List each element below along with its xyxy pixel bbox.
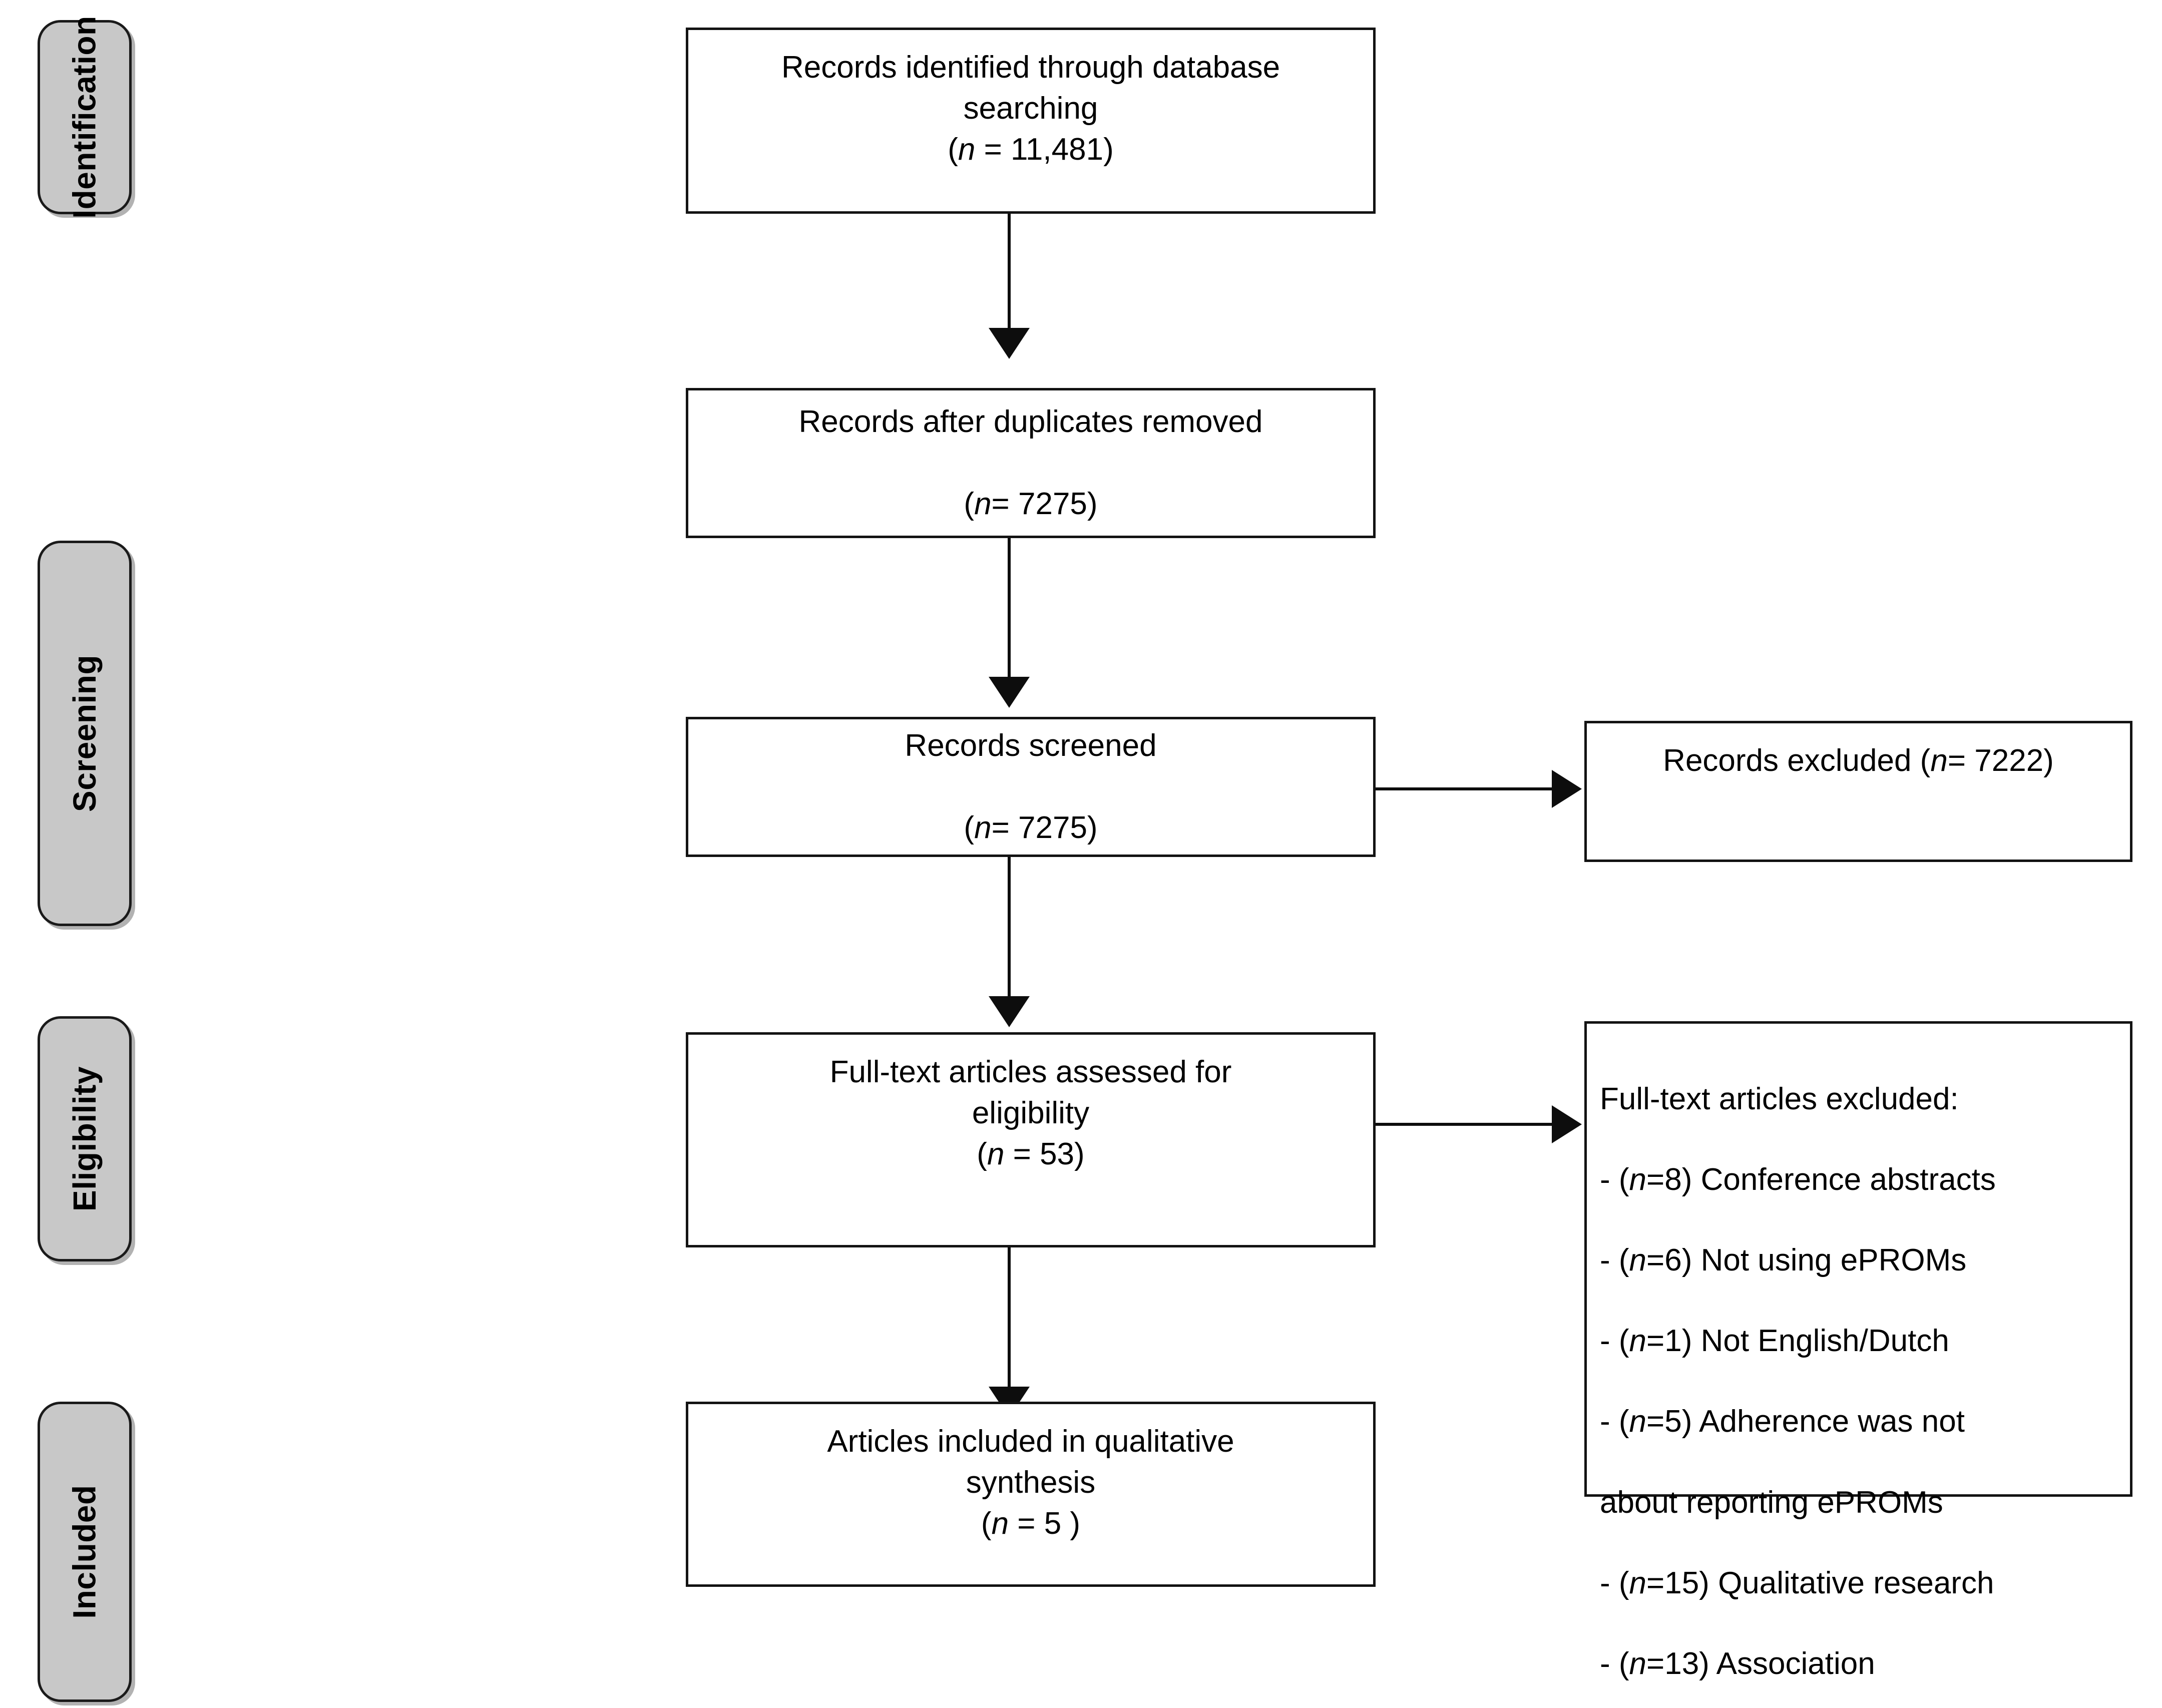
- reason-dash-2: - (: [1600, 1324, 1629, 1359]
- reason-text-4: about reporting ePROMs: [1600, 1485, 1943, 1520]
- records-identified-count-prefix: (: [948, 132, 958, 167]
- box-fulltext-excluded: Full-text articles excluded: - (n=8) Con…: [1584, 1021, 2132, 1681]
- box-fulltext-assessed-text: Full-text articles assessed for eligibili…: [830, 1052, 1232, 1174]
- records-screened-line1: Records screened: [905, 728, 1157, 763]
- records-excluded-line1: Records excluded (: [1663, 743, 1931, 778]
- reason-text-2: Not English/Dutch: [1700, 1324, 1949, 1359]
- arrowhead-identified-to-duplicates: [989, 328, 1030, 359]
- articles-included-n-symbol: n: [991, 1506, 1009, 1541]
- records-identified-line1: Records identified through database: [781, 50, 1280, 85]
- reason-text-5: Qualitative research: [1718, 1565, 1994, 1600]
- exclusion-reason-item: - (n=15) Qualitative research: [1600, 1563, 1996, 1604]
- articles-included-line1: Articles included in qualitative: [827, 1424, 1234, 1459]
- reason-count-2: =1): [1646, 1324, 1701, 1359]
- box-duplicates-removed: Records after duplicates removed (n= 7275…: [686, 388, 1376, 538]
- stage-pill-screening: Screening: [38, 541, 132, 926]
- box-articles-included: Articles included in qualitative synthesi…: [686, 1402, 1376, 1587]
- exclusion-reason-item: - (n=8) Conference abstracts: [1600, 1160, 1996, 1200]
- fulltext-assessed-count-prefix: (: [977, 1136, 987, 1171]
- box-records-excluded: Records excluded (n= 7222): [1584, 721, 2132, 862]
- stage-pill-eligibility: Eligibility: [38, 1016, 132, 1261]
- reason-dash-3: - (: [1600, 1404, 1629, 1439]
- records-identified-n-symbol: n: [958, 132, 976, 167]
- reason-count-1: =6): [1646, 1242, 1701, 1277]
- reason-dash-0: - (: [1600, 1162, 1629, 1197]
- reason-text-0: Conference abstracts: [1700, 1162, 1996, 1197]
- stage-pill-identification: Identification: [38, 16, 132, 219]
- box-records-excluded-text: Records excluded (n= 7222): [1663, 740, 2054, 781]
- reason-n-symbol-1: n: [1629, 1242, 1647, 1277]
- arrowhead-screened-to-fulltext: [989, 996, 1030, 1027]
- records-excluded-n-symbol: n: [1930, 743, 1948, 778]
- reason-n-symbol-0: n: [1629, 1162, 1647, 1197]
- fulltext-assessed-n-symbol: n: [987, 1136, 1005, 1171]
- connector-screened-to-fulltext: [1008, 857, 1011, 1002]
- duplicates-removed-n-symbol: n: [974, 486, 992, 521]
- fulltext-assessed-line2: eligibility: [972, 1095, 1090, 1130]
- records-screened-count-prefix: (: [964, 810, 975, 845]
- arrowhead-duplicates-to-screened: [989, 677, 1030, 708]
- connector-screened-to-excluded: [1376, 787, 1556, 790]
- articles-included-count-prefix: (: [981, 1506, 992, 1541]
- connector-fulltext-to-excluded: [1376, 1123, 1556, 1126]
- exclusion-reason-item: - (n=13) Association: [1600, 1644, 1996, 1684]
- duplicates-removed-count-value: = 7275): [991, 486, 1098, 521]
- records-identified-count-value: = 11,481): [975, 132, 1114, 167]
- stage-label-included: Included: [67, 1485, 103, 1619]
- reason-dash-1: - (: [1600, 1242, 1629, 1277]
- box-articles-included-text: Articles included in qualitative synthesi…: [827, 1421, 1234, 1544]
- box-duplicates-removed-text: Records after duplicates removed (n= 7275…: [798, 401, 1262, 524]
- box-records-identified-text: Records identified through database searc…: [781, 47, 1280, 170]
- exclusion-reason-item: - (n=1) Not English/Dutch: [1600, 1321, 1996, 1362]
- reason-n-symbol-3: n: [1629, 1404, 1647, 1439]
- reason-dash-6: - (: [1600, 1646, 1629, 1681]
- box-fulltext-assessed: Full-text articles assessed for eligibili…: [686, 1032, 1376, 1247]
- connector-fulltext-to-included: [1008, 1247, 1011, 1393]
- box-records-screened-text: Records screened (n= 7275): [905, 725, 1156, 848]
- articles-included-count-value: = 5 ): [1009, 1506, 1081, 1541]
- reason-dash-5: - (: [1600, 1565, 1629, 1600]
- reason-n-symbol-6: n: [1629, 1646, 1647, 1681]
- stage-label-identification: Identification: [67, 16, 103, 219]
- duplicates-removed-line1: Records after duplicates removed: [798, 404, 1263, 440]
- reason-count-0: =8): [1646, 1162, 1701, 1197]
- box-records-identified: Records identified through database searc…: [686, 28, 1376, 214]
- records-screened-n-symbol: n: [974, 810, 992, 845]
- stage-pill-included: Included: [38, 1402, 132, 1702]
- records-screened-count-value: = 7275): [991, 810, 1098, 845]
- records-identified-line2: searching: [963, 91, 1098, 126]
- reason-count-5: =15): [1646, 1565, 1718, 1600]
- exclusion-reason-item: - (n=5) Adherence was not: [1600, 1402, 1996, 1442]
- box-fulltext-excluded-text: Full-text articles excluded: - (n=8) Con…: [1600, 1039, 1996, 1708]
- reason-text-3: Adherence was not: [1699, 1404, 1965, 1439]
- exclusion-reason-item: about reporting ePROMs: [1600, 1483, 1996, 1523]
- connector-duplicates-to-screened: [1008, 538, 1011, 683]
- box-records-screened: Records screened (n= 7275): [686, 717, 1376, 857]
- stage-label-screening: Screening: [67, 655, 103, 812]
- reason-n-symbol-5: n: [1629, 1565, 1647, 1600]
- reason-n-symbol-2: n: [1629, 1324, 1647, 1359]
- reason-text-6: Association: [1716, 1646, 1875, 1681]
- exclusion-reason-item: - (n=6) Not using ePROMs: [1600, 1240, 1996, 1281]
- stage-label-eligibility: Eligibility: [67, 1066, 103, 1211]
- fulltext-assessed-count-value: = 53): [1004, 1136, 1085, 1171]
- arrowhead-screened-to-excluded: [1552, 770, 1582, 808]
- fulltext-assessed-line1: Full-text articles assessed for: [829, 1055, 1232, 1089]
- fulltext-excluded-heading: Full-text articles excluded:: [1600, 1081, 1959, 1116]
- reason-text-1: Not using ePROMs: [1700, 1242, 1967, 1277]
- articles-included-line2: synthesis: [966, 1465, 1096, 1500]
- reason-count-6: =13): [1646, 1646, 1716, 1681]
- connector-identified-to-duplicates: [1008, 214, 1011, 334]
- reason-count-3: =5): [1646, 1404, 1699, 1439]
- duplicates-removed-count-prefix: (: [964, 486, 975, 521]
- records-excluded-count-value: = 7222): [1947, 743, 2054, 778]
- arrowhead-fulltext-to-excluded: [1552, 1105, 1582, 1143]
